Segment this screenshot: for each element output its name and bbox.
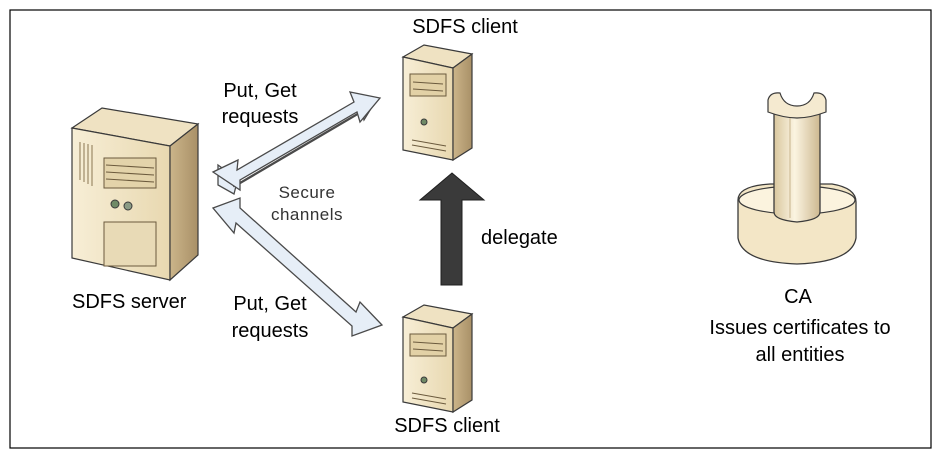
secure-channel-top-arrow [211,91,382,195]
secure-channel-bottom-arrow [211,197,384,337]
ca-description-line1: Issues certificates to [709,317,891,339]
ca-title: CA [784,286,812,308]
sdfs-client-bottom-icon [401,304,474,414]
put-get-bottom-line1: Put, Get [233,293,307,315]
secure-channels-line1: Secure [278,183,336,202]
delegate-arrow [418,172,486,286]
sdfs-server-icon [70,107,200,282]
ca-authority-icon [737,92,857,265]
put-get-top-line1: Put, Get [223,80,297,102]
put-get-top-line2: requests [221,106,299,128]
secure-channels-line2: channels [270,205,344,224]
ca-description-line2: all entities [755,344,845,366]
server-label: SDFS server [72,291,187,313]
client-bottom-label: SDFS client [394,415,500,437]
put-get-bottom-line2: requests [231,320,309,342]
delegate-label: delegate [481,227,558,249]
client-top-label: SDFS client [412,16,518,38]
sdfs-client-top-icon [401,44,474,162]
